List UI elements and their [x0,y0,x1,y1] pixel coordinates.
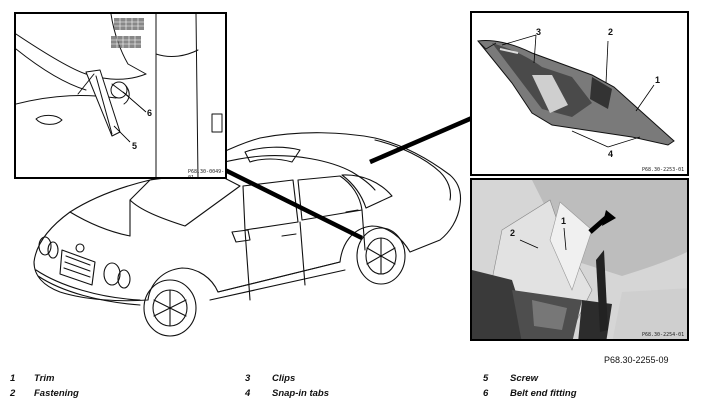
leader-line-trim [369,115,473,165]
legend-label-trim: Trim [34,373,55,384]
legend-num-4: 4 [245,388,251,399]
legend-num-5: 5 [483,373,489,384]
legend-label-clips: Clips [272,373,296,384]
rear-wheel [356,227,406,285]
car-headlight-left [38,236,52,256]
legend: 1 Trim 2 Fastening 3 Clips 4 Snap-in tab… [0,373,701,408]
detail-panel-ref: P68.30-0049-01 [188,169,225,179]
car-trunk [374,139,452,201]
callout-2-photo: 2 [510,228,516,238]
legend-label-fastening: Fastening [34,388,79,399]
callout-2: 2 [608,27,614,37]
photo-panel-ref: P68.30-2254-01 [642,332,685,338]
trim-drawing [477,34,675,148]
legend-label-screw: Screw [510,373,538,384]
photo-drawing [472,180,687,339]
car-mirror [231,229,251,243]
detail-drawing [16,14,223,177]
legend-num-1: 1 [10,373,16,384]
figure-reference: P68.30-2255-09 [604,355,669,365]
leader-line-detail [223,167,364,241]
car-grille [59,249,96,286]
photo-panel: 1 2 P68.30-2254-01 [470,178,689,341]
car-bumper [35,269,141,301]
callout-5: 5 [132,141,138,151]
legend-label-belt-end-fitting: Belt end fitting [510,388,577,399]
callout-1-photo: 1 [561,216,567,226]
trim-panel-ref: P68.30-2253-01 [642,167,685,173]
callout-6: 6 [147,108,153,118]
callout-1: 1 [655,75,661,85]
callout-4: 4 [608,149,614,159]
front-wheel [143,279,197,337]
legend-num-3: 3 [245,373,251,384]
car-rear-glass [341,174,393,209]
trim-panel: 3 2 1 4 P68.30-2253-01 [470,11,689,176]
legend-num-6: 6 [483,388,489,399]
car-headlight-right [103,262,121,286]
legend-label-snap-in-tabs: Snap-in tabs [272,388,330,399]
car-front-window [242,179,299,231]
detail-panel: 6 5 P68.30-0049-01 [14,12,227,179]
callout-3: 3 [536,27,542,37]
legend-num-2: 2 [10,388,16,399]
